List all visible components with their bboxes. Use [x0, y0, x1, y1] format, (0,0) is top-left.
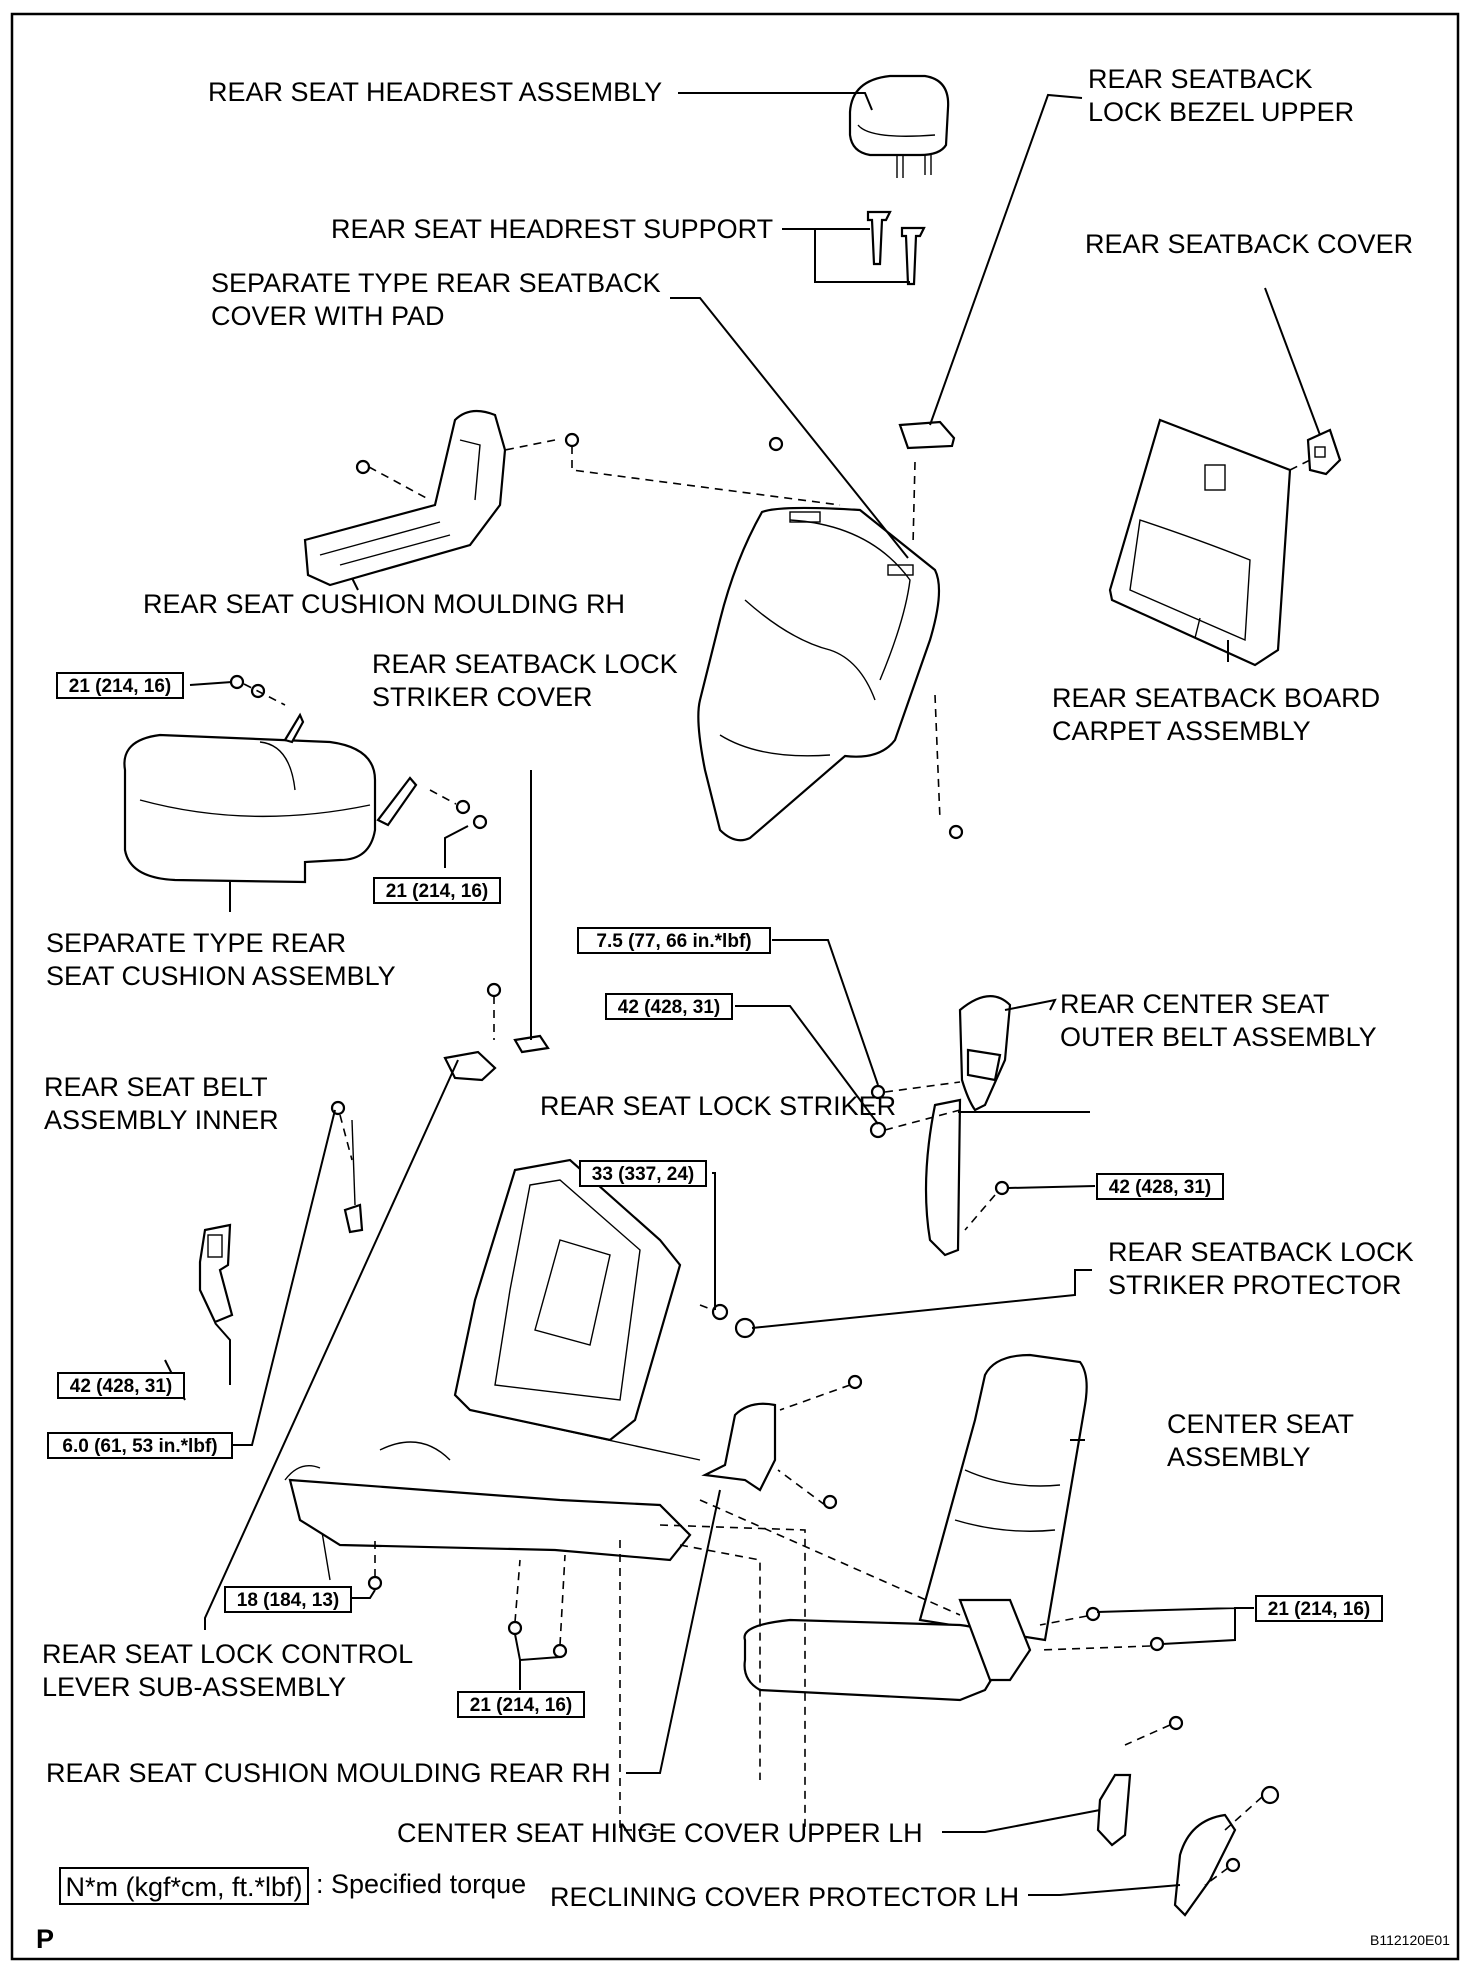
label-belt-inner-1: REAR SEAT BELT [44, 1072, 268, 1102]
label-lock-bezel-upper-1: REAR SEATBACK [1088, 64, 1313, 94]
label-hinge-cover-upper-lh: CENTER SEAT HINGE COVER UPPER LH [397, 1818, 923, 1848]
label-lock-striker: REAR SEAT LOCK STRIKER [540, 1091, 896, 1121]
label-lock-control-2: LEVER SUB-ASSEMBLY [42, 1672, 346, 1702]
label-center-outer-belt-2: OUTER BELT ASSEMBLY [1060, 1022, 1377, 1052]
torque-6: 42 (428, 31) [1109, 1177, 1211, 1198]
label-headrest-support: REAR SEAT HEADREST SUPPORT [331, 214, 773, 244]
label-cushion-moulding-rear-rh: REAR SEAT CUSHION MOULDING REAR RH [46, 1758, 611, 1788]
belt-inner-part [198, 1119, 364, 1324]
label-sep-cushion-1: SEPARATE TYPE REAR [46, 928, 346, 958]
legend-text: : Specified torque [316, 1869, 526, 1899]
label-lock-striker-cover-2: STRIKER COVER [372, 682, 593, 712]
label-lock-control-1: REAR SEAT LOCK CONTROL [42, 1639, 413, 1669]
seatback-board-carpet-part [1108, 418, 1292, 667]
label-cushion-moulding-rh: REAR SEAT CUSHION MOULDING RH [143, 589, 625, 619]
label-center-seat-1: CENTER SEAT [1167, 1409, 1354, 1439]
reclining-cover-protector-lh-part [1173, 1813, 1237, 1917]
legend: N*m (kgf*cm, ft.*lbf) : Specified torque [59, 1867, 526, 1905]
label-seatback-cover: REAR SEATBACK COVER [1085, 229, 1413, 259]
fasteners [229, 432, 1280, 1873]
leader-lines [164, 92, 1321, 1896]
label-center-seat-2: ASSEMBLY [1167, 1442, 1311, 1472]
footer-code: B112120E01 [1370, 1932, 1450, 1948]
torque-5: 33 (337, 24) [592, 1164, 694, 1185]
seatback-cover-with-pad-part [697, 506, 941, 842]
torque-4: 42 (428, 31) [618, 997, 720, 1018]
torque-8: 6.0 (61, 53 in.*lbf) [62, 1436, 217, 1457]
torque-7: 42 (428, 31) [70, 1376, 172, 1397]
label-lock-bezel-upper-2: LOCK BEZEL UPPER [1088, 97, 1354, 127]
label-belt-inner-2: ASSEMBLY INNER [44, 1105, 279, 1135]
torque-10: 21 (214, 16) [470, 1695, 572, 1716]
label-sep-seatback-cover-2: COVER WITH PAD [211, 301, 445, 331]
footer-letter: P [36, 1924, 54, 1954]
seatback-cover-part [1306, 428, 1342, 476]
hinge-cover-upper-lh-part [1096, 1773, 1132, 1847]
label-board-carpet-1: REAR SEATBACK BOARD [1052, 683, 1380, 713]
torque-1: 21 (214, 16) [69, 676, 171, 697]
label-sep-cushion-2: SEAT CUSHION ASSEMBLY [46, 961, 396, 991]
torque-2: 21 (214, 16) [386, 881, 488, 902]
legend-unit: N*m (kgf*cm, ft.*lbf) [65, 1872, 302, 1902]
label-board-carpet-2: CARPET ASSEMBLY [1052, 716, 1311, 746]
torque-3: 7.5 (77, 66 in.*lbf) [596, 931, 751, 952]
cushion-moulding-rh-part [303, 409, 507, 587]
headrest-support-part [866, 210, 926, 286]
label-lock-striker-cover-1: REAR SEATBACK LOCK [372, 649, 678, 679]
diagram-frame [10, 12, 1460, 1961]
label-reclining-cover-lh: RECLINING COVER PROTECTOR LH [550, 1882, 1019, 1912]
lock-control-lever-part [443, 1050, 497, 1082]
label-headrest-assembly: REAR SEAT HEADREST ASSEMBLY [208, 77, 662, 107]
label-striker-protector-1: REAR SEATBACK LOCK [1108, 1237, 1414, 1267]
center-seat-assembly-part [743, 1353, 1088, 1702]
torque-specs: 21 (214, 16) 21 (214, 16) 7.5 (77, 66 in… [47, 672, 1383, 1718]
cushion-moulding-rear-rh-part [701, 1402, 777, 1492]
part-labels: REAR SEAT HEADREST ASSEMBLY REAR SEATBAC… [42, 64, 1414, 1912]
label-sep-seatback-cover-1: SEPARATE TYPE REAR SEATBACK [211, 268, 661, 298]
separate-seat-cushion-part [123, 712, 418, 884]
torque-11: 21 (214, 16) [1268, 1599, 1370, 1620]
torque-9: 18 (184, 13) [237, 1590, 339, 1611]
seat-frame-part [284, 1158, 701, 1581]
label-striker-protector-2: STRIKER PROTECTOR [1108, 1270, 1402, 1300]
label-center-outer-belt-1: REAR CENTER SEAT [1060, 989, 1330, 1019]
assembly-dashed-lines [243, 439, 1311, 1886]
headrest-assembly-part [848, 74, 950, 178]
center-outer-belt-part [924, 995, 1012, 1257]
lock-bezel-upper-part [898, 420, 956, 450]
